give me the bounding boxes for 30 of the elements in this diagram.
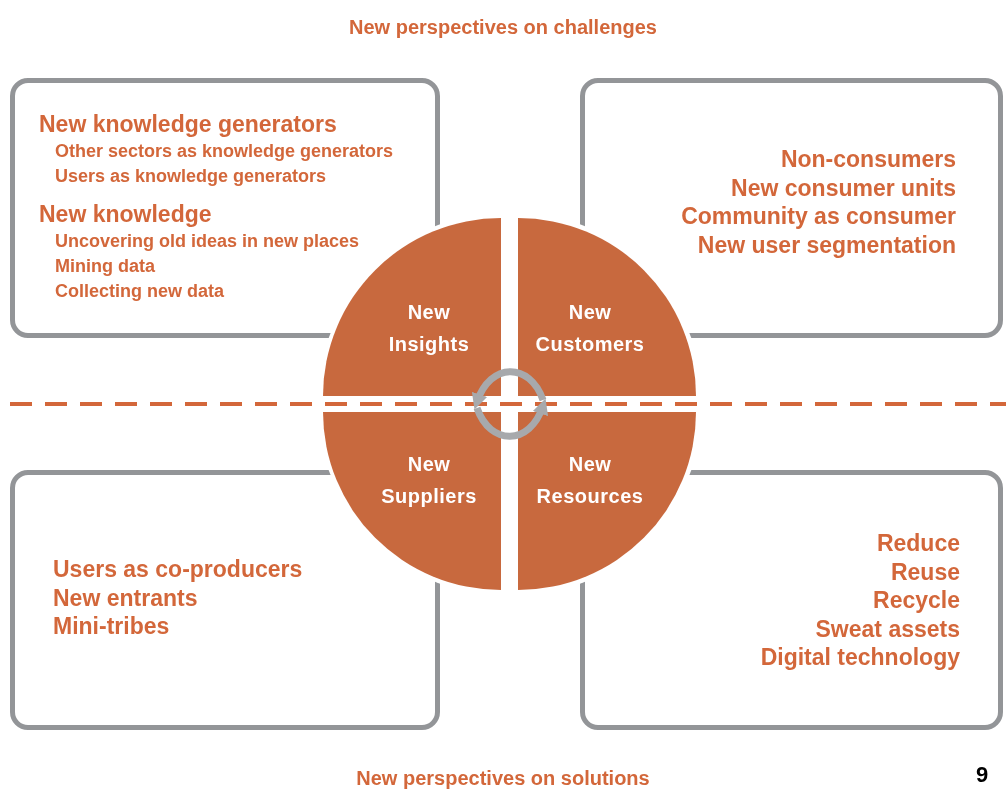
quadrant-segment — [518, 412, 696, 590]
item-heading: Digital technology — [760, 643, 960, 672]
item-heading: Sweat assets — [815, 614, 960, 643]
quadrant-label: New Customers — [534, 300, 646, 357]
cycle-arrow — [472, 368, 547, 410]
item-heading: New user segmentation — [697, 230, 956, 259]
item-heading: Users as co-producers — [53, 555, 303, 584]
sub-item: Collecting new data — [54, 280, 225, 303]
item-heading: New consumer units — [731, 173, 956, 202]
item-heading: Community as consumer — [681, 202, 956, 231]
quadrant-segment — [323, 412, 501, 590]
quadrant-label: New Suppliers — [380, 452, 478, 509]
quadrant-label: New Resources — [535, 452, 645, 509]
item-heading: Non-consumers — [780, 145, 956, 174]
item-heading: New entrants — [53, 583, 198, 612]
quadrant-label: New Insights — [387, 300, 471, 357]
cycle-arrow — [473, 398, 548, 440]
sub-item: Other sectors as knowledge generators — [54, 140, 394, 163]
item-heading: New knowledge — [39, 200, 212, 229]
page-number: 9 — [976, 761, 989, 789]
bottom-heading: New perspectives on solutions — [356, 766, 650, 790]
item-heading: Reduce — [876, 529, 960, 558]
sub-item: Uncovering old ideas in new places — [54, 230, 360, 253]
sub-item: Users as knowledge generators — [54, 165, 327, 188]
top-heading: New perspectives on challenges — [349, 15, 657, 40]
item-heading: Reuse — [890, 557, 960, 586]
item-heading: Recycle — [873, 586, 960, 615]
item-heading: Mini-tribes — [53, 612, 170, 641]
sub-item: Mining data — [54, 255, 155, 278]
item-heading: New knowledge generators — [39, 110, 337, 139]
